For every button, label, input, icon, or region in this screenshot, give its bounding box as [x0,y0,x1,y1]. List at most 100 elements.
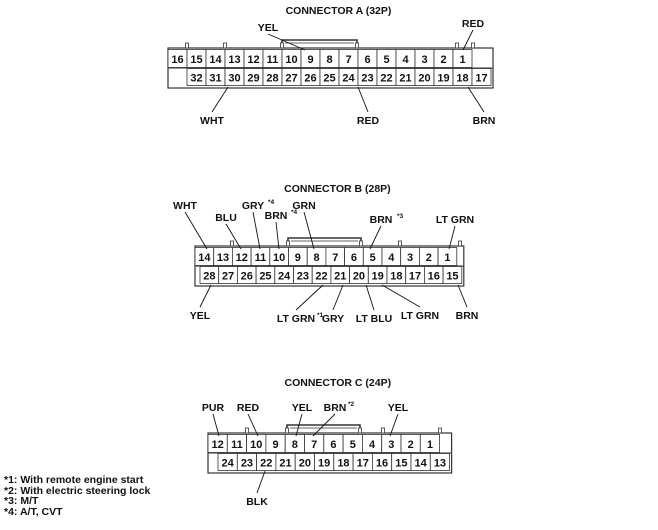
leader-line [267,33,306,51]
wire-color-label: YEL [190,310,211,322]
wire-color-label: BRN [370,214,393,226]
wire-color-label: BLU [215,212,237,224]
pin-number: 28 [203,271,215,283]
pin-number: 3 [407,252,413,264]
pin-number: 18 [390,271,402,283]
pin-number: 10 [273,252,285,264]
pin-cell [437,247,458,266]
wire-callout: BRN*4 [265,209,298,250]
pin-number: 11 [231,439,243,451]
pin-cell [471,68,492,86]
pin-number: 9 [307,54,313,66]
wire-note-marker: *1 [317,312,324,319]
wire-callout: BRN *3 [369,213,404,250]
pin-number: 8 [292,439,298,451]
key-rib [381,427,385,434]
pin-number: 15 [446,271,458,283]
key-rib [359,240,363,247]
pin-number: 9 [272,439,278,451]
pin-number: 6 [351,252,357,264]
pin-number: 6 [364,54,370,66]
pin-number: 30 [228,73,240,85]
wire-color-label: RED [357,115,380,127]
key-rib [185,42,189,49]
leader-line [211,86,229,113]
footnote-4: *4: A/T, CVT [4,505,63,518]
pin-number: 8 [313,252,319,264]
pin-number: 1 [444,252,450,264]
pin-number: 15 [190,54,202,66]
footnote-1: *1: With remote engine start [4,474,144,486]
wire-color-label: BRN [324,402,347,414]
pin-number: 17 [357,458,369,470]
key-rib [358,427,362,434]
wire-callout: GRY [322,284,344,325]
pin-number: 22 [260,458,272,470]
pin-number: 16 [428,271,440,283]
pin-number: 29 [247,73,259,85]
wire-color-label: BRN [265,210,288,222]
key-rib [471,42,475,49]
key-rib [280,42,284,49]
pin-number: 20 [299,458,311,470]
wire-color-label: RED [462,18,485,30]
leader-line [303,211,315,250]
wire-callout: WHT [173,200,208,250]
leader-line [212,413,220,437]
pin-number: 20 [353,271,365,283]
wire-color-label: LT GRN [277,313,315,325]
leader-line [457,284,468,308]
wire-callout: BLU [215,212,242,250]
pin-number: 5 [370,252,376,264]
pin-cell [429,453,450,471]
wire-color-label: GRN [292,200,315,212]
pin-number: 13 [217,252,229,264]
wire-color-label: GRY [242,200,264,212]
pin-cell [442,266,463,284]
pin-number: 24 [342,73,355,85]
pin-number: 23 [241,458,253,470]
pin-number: 19 [372,271,384,283]
wire-color-label: YEL [292,402,313,414]
pin-number: 21 [334,271,346,283]
pin-number: 9 [295,252,301,264]
pin-number: 18 [337,458,349,470]
wire-color-label: BLK [246,496,268,508]
wire-callout: RED [462,18,485,51]
leader-line [332,284,344,311]
leader-line [448,225,456,250]
leader-line [247,413,259,437]
wire-color-label: YEL [388,402,409,414]
pin-number: 27 [285,73,297,85]
pin-number: 24 [222,458,235,470]
pin-number: 22 [380,73,392,85]
pin-number: 23 [361,73,373,85]
pin-number: 10 [250,439,262,451]
pin-number: 26 [304,73,316,85]
pin-number: 5 [350,439,356,451]
wire-callout: LT GRN [436,214,474,250]
pin-number: 10 [285,54,297,66]
pin-number: 21 [399,73,411,85]
pin-number: 14 [198,252,211,264]
pin-number: 17 [409,271,421,283]
wire-color-label: GRY [322,313,344,325]
leader-line [252,211,261,250]
wire-color-label: WHT [200,115,224,127]
pin-number: 16 [171,54,183,66]
pin-number: 11 [267,54,279,66]
wire-callout: YEL [190,284,212,322]
leader-line [256,470,266,494]
wire-note-marker: *3 [397,213,404,220]
pin-number: 1 [459,54,465,66]
pin-number: 2 [440,54,446,66]
pin-number: 24 [278,271,291,283]
pin-number: 23 [297,271,309,283]
pin-number: 19 [318,458,330,470]
pin-number: 13 [434,458,446,470]
wire-color-label: BRN [473,115,496,127]
wire-callout: YEL [258,22,306,51]
